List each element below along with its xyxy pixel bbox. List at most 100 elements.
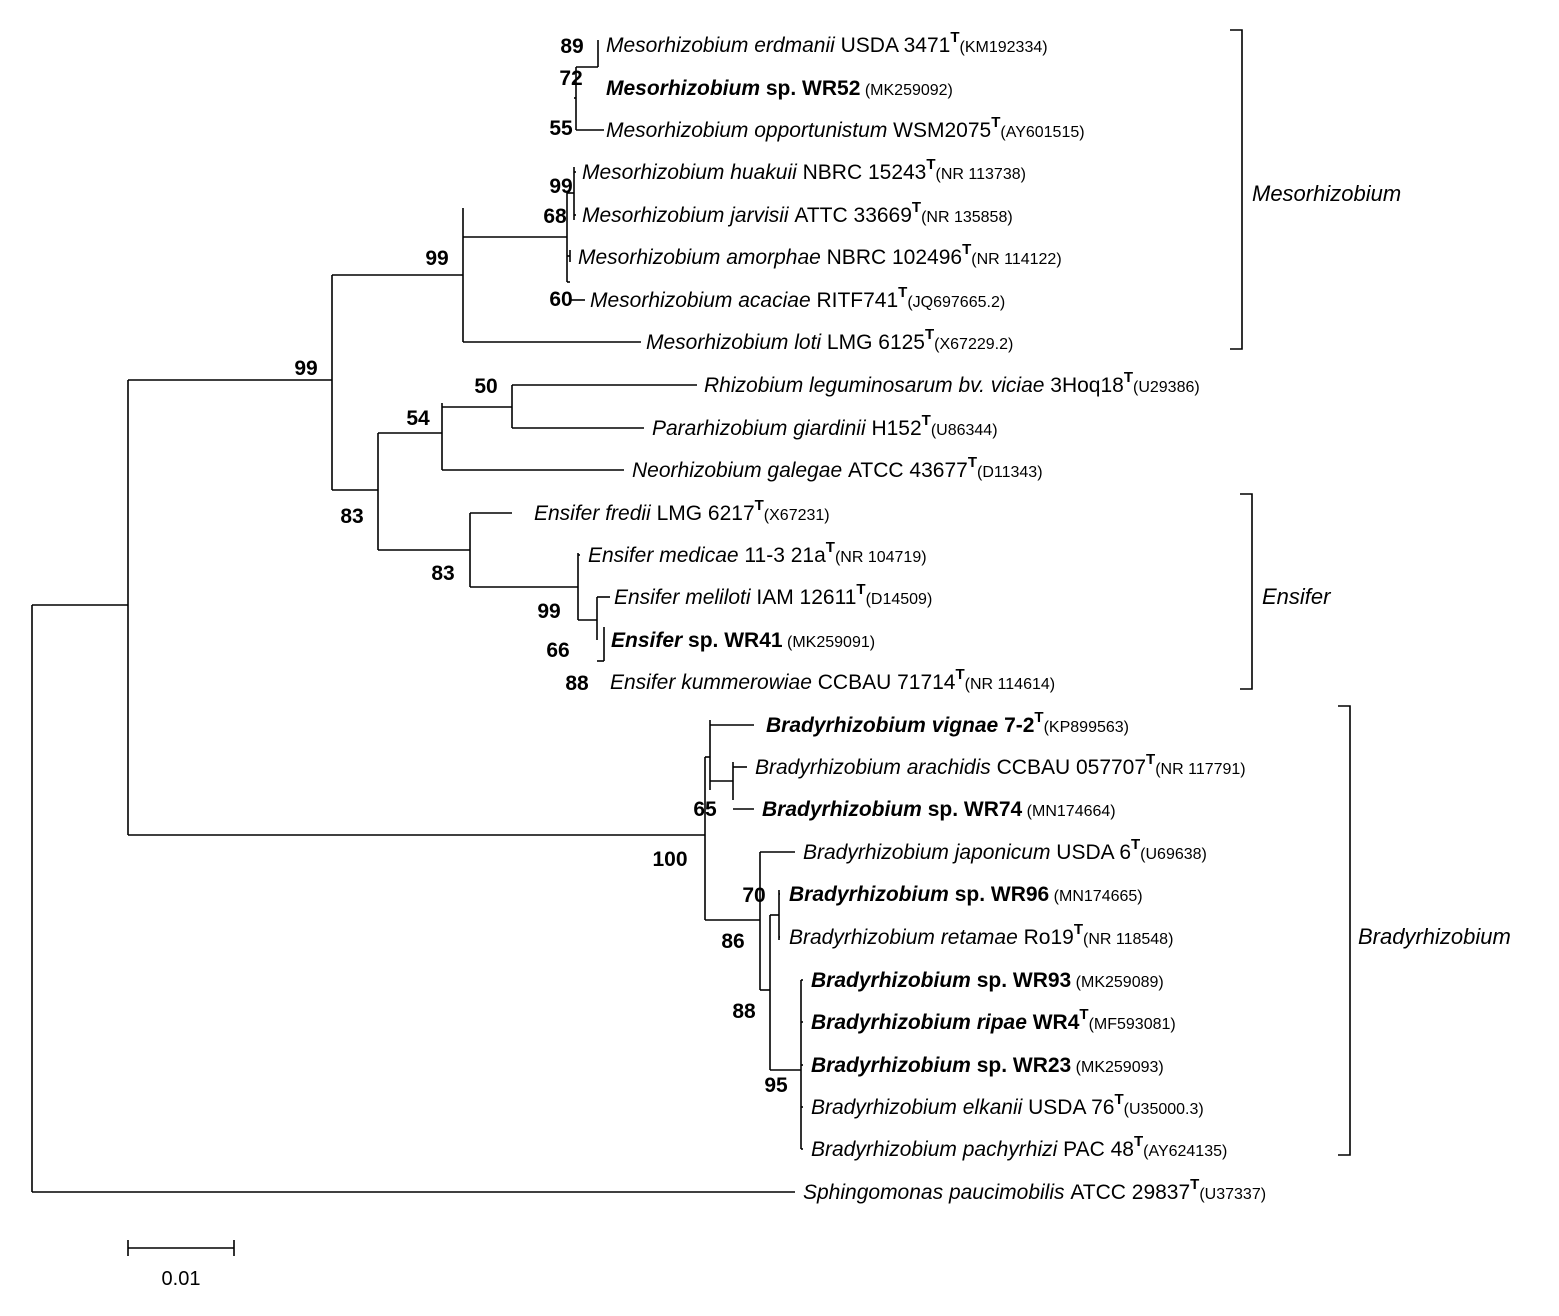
taxon-genus: Mesorhizobium	[590, 289, 738, 312]
bootstrap-value: 60	[549, 288, 572, 311]
accession-number: (X67231)	[764, 507, 830, 524]
type-strain-marker: T	[898, 284, 907, 301]
type-strain-marker: T	[926, 156, 935, 173]
taxon-genus: Sphingomonas	[803, 1181, 949, 1204]
type-strain-marker: T	[950, 29, 959, 46]
taxon-epithet: acaciae	[738, 289, 816, 312]
taxon-label: Bradyrhizobium sp. WR93 (MK259089)	[811, 969, 1164, 992]
taxon-epithet: sp.	[977, 969, 1013, 992]
accession-number: (AY624135)	[1143, 1143, 1227, 1160]
taxon-strain: PAC 48	[1063, 1138, 1134, 1161]
taxon-strain: NBRC 102496	[827, 246, 962, 269]
accession-number: (MK259091)	[783, 634, 876, 651]
taxon-label: Bradyrhizobium ripae WR4T(MF593081)	[811, 1006, 1176, 1034]
accession-number: (NR 135858)	[921, 209, 1013, 226]
bootstrap-value: 50	[474, 375, 497, 398]
taxon-strain: 7-2	[1004, 714, 1034, 737]
type-strain-marker: T	[968, 454, 977, 471]
accession-number: (U35000.3)	[1124, 1101, 1204, 1118]
taxon-epithet: arachidis	[907, 756, 997, 779]
taxon-label: Pararhizobium giardinii H152T(U86344)	[652, 412, 998, 440]
taxon-epithet: paucimobilis	[948, 1181, 1070, 1204]
accession-number: (KP899563)	[1044, 719, 1129, 736]
taxon-epithet: fredii	[605, 502, 656, 525]
taxon-genus: Bradyrhizobium	[762, 798, 928, 821]
taxon-genus: Rhizobium	[704, 374, 809, 397]
taxon-epithet: loti	[794, 331, 827, 354]
taxon-genus: Ensifer	[534, 502, 605, 525]
taxon-strain: USDA 76	[1028, 1096, 1114, 1119]
type-strain-marker: T	[925, 326, 934, 343]
type-strain-marker: T	[826, 539, 835, 556]
taxon-genus: Mesorhizobium	[606, 77, 766, 100]
taxon-label: Neorhizobium galegae ATCC 43677T(D11343)	[632, 454, 1043, 482]
taxon-epithet: vignae	[932, 714, 1004, 737]
taxon-strain: WSM2075	[893, 119, 991, 142]
accession-number: (U37337)	[1199, 1186, 1266, 1203]
accession-number: (U86344)	[931, 422, 998, 439]
taxon-genus: Mesorhizobium	[606, 119, 754, 142]
taxon-strain: WR93	[1013, 969, 1071, 992]
taxon-label: Bradyrhizobium japonicum USDA 6T(U69638)	[803, 836, 1207, 864]
taxon-strain: WR41	[724, 629, 783, 652]
taxon-epithet: japonicum	[952, 841, 1057, 864]
taxon-epithet: jarvisii	[727, 204, 794, 227]
bootstrap-value: 54	[406, 407, 430, 430]
clade-bracket	[1230, 29, 1243, 350]
type-strain-marker: T	[1115, 1091, 1124, 1108]
accession-number: (U69638)	[1140, 846, 1207, 863]
bootstrap-value: 83	[340, 505, 363, 528]
type-strain-marker: T	[962, 241, 971, 258]
taxon-strain: WR96	[991, 883, 1049, 906]
bootstrap-value: 99	[294, 357, 317, 380]
type-strain-marker: T	[1131, 836, 1140, 853]
type-strain-marker: T	[856, 581, 865, 598]
accession-number: (NR 118548)	[1083, 931, 1173, 948]
taxon-label: Mesorhizobium huakuii NBRC 15243T(NR 113…	[582, 156, 1026, 184]
taxon-strain: USDA 6	[1056, 841, 1131, 864]
taxon-strain: CCBAU 057707	[997, 756, 1146, 779]
taxon-label: Ensifer kummerowiae CCBAU 71714T(NR 1146…	[610, 666, 1055, 694]
taxon-label: Ensifer fredii LMG 6217T(X67231)	[534, 497, 830, 525]
bootstrap-value: 95	[764, 1074, 788, 1097]
taxon-strain: CCBAU 71714	[818, 671, 956, 694]
bootstrap-values: 8972559968609999505483839966886510070868…	[294, 35, 788, 1097]
taxon-label: Mesorhizobium sp. WR52 (MK259092)	[606, 77, 953, 100]
taxon-epithet: elkanii	[963, 1096, 1028, 1119]
taxon-strain: LMG 6125	[827, 331, 925, 354]
taxon-genus: Bradyrhizobium	[811, 1138, 963, 1161]
accession-number: (D14509)	[866, 591, 933, 608]
taxon-label: Bradyrhizobium sp. WR74 (MN174664)	[762, 798, 1116, 821]
taxon-genus: Bradyrhizobium	[811, 1054, 977, 1077]
accession-number: (KM192334)	[960, 39, 1048, 56]
taxon-epithet: giardinii	[793, 417, 871, 440]
bootstrap-value: 72	[559, 67, 582, 90]
clade-label: Ensifer	[1262, 584, 1332, 609]
taxon-epithet: huakuii	[730, 161, 802, 184]
bootstrap-value: 68	[543, 205, 567, 228]
type-strain-marker: T	[1124, 369, 1133, 386]
clade-label: Bradyrhizobium	[1358, 924, 1511, 949]
taxon-genus: Ensifer	[611, 629, 688, 652]
taxon-label: Bradyrhizobium sp. WR23 (MK259093)	[811, 1054, 1164, 1077]
taxon-epithet: meliloti	[685, 586, 756, 609]
type-strain-marker: T	[912, 199, 921, 216]
accession-number: (NR 114122)	[971, 251, 1061, 268]
taxon-label: Mesorhizobium opportunistum WSM2075T(AY6…	[606, 114, 1085, 142]
taxon-strain: 3Hoq18	[1050, 374, 1124, 397]
accession-number: (JQ697665.2)	[907, 294, 1005, 311]
type-strain-marker: T	[1074, 921, 1083, 938]
type-strain-marker: T	[1190, 1176, 1199, 1193]
accession-number: (NR 114614)	[965, 676, 1055, 693]
taxon-epithet: medicae	[659, 544, 744, 567]
taxon-strain: RITF741	[816, 289, 898, 312]
clade-bracket	[1240, 493, 1253, 690]
accession-number: (NR 117791)	[1155, 761, 1245, 778]
taxon-label: Sphingomonas paucimobilis ATCC 29837T(U3…	[803, 1176, 1266, 1204]
taxon-epithet: sp.	[766, 77, 802, 100]
taxon-epithet: erdmanii	[754, 34, 840, 57]
taxon-genus: Mesorhizobium	[606, 34, 754, 57]
taxon-strain: WR23	[1013, 1054, 1071, 1077]
